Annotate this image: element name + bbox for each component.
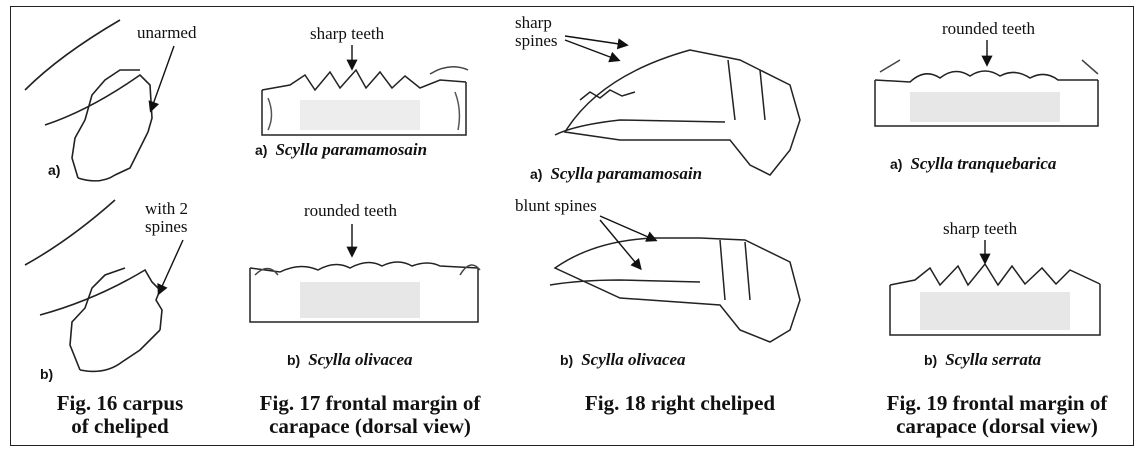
- fig17-caption-line1: Fig. 17 frontal margin of: [260, 391, 481, 415]
- fig19-a-subcaption: a) Scylla tranquebarica: [890, 154, 1056, 174]
- fig19-a-annotation: rounded teeth: [942, 20, 1035, 38]
- fig19-b-subcaption: b) Scylla serrata: [924, 350, 1041, 370]
- fig17-a-species: Scylla paramamosain: [275, 140, 427, 159]
- fig18-b-arrow-2: [600, 220, 640, 268]
- fig19-caption: Fig. 19 frontal margin of carapace (dors…: [862, 392, 1132, 437]
- fig17-b-tag: b): [287, 352, 300, 368]
- fig19-b-annotation: sharp teeth: [943, 220, 1017, 238]
- fig18-a-annotation-line2: spines: [515, 31, 558, 50]
- fig16-b-annotation-line1: with 2: [145, 199, 188, 218]
- fig17-b-species: Scylla olivacea: [308, 350, 412, 369]
- fig17-a-stipple: [300, 100, 420, 130]
- fig18-b-annotation: blunt spines: [515, 197, 597, 215]
- fig19-caption-line1: Fig. 19 frontal margin of: [887, 391, 1108, 415]
- fig16-b-carpus-drawing: [25, 200, 162, 371]
- fig16-a-carpus-drawing: [25, 20, 152, 181]
- fig16-b-annotation: with 2 spines: [145, 200, 188, 236]
- fig16-a-arrow: [151, 46, 174, 110]
- fig17-a-annotation: sharp teeth: [310, 25, 384, 43]
- fig19-b-stipple: [920, 292, 1070, 330]
- fig16-b-arrow: [159, 240, 183, 293]
- fig16-a-annotation: unarmed: [137, 24, 196, 42]
- fig18-b-species: Scylla olivacea: [581, 350, 685, 369]
- fig16-caption: Fig. 16 carpus of cheliped: [20, 392, 220, 437]
- fig19-b-tag: b): [924, 352, 937, 368]
- fig19-a-tag: a): [890, 156, 902, 172]
- fig18-b-tag: b): [560, 352, 573, 368]
- fig19-a-species: Scylla tranquebarica: [910, 154, 1056, 173]
- fig17-caption: Fig. 17 frontal margin of carapace (dors…: [225, 392, 515, 437]
- fig18-a-annotation: sharp spines: [515, 14, 558, 50]
- fig17-b-annotation: rounded teeth: [304, 202, 397, 220]
- fig18-a-species: Scylla paramamosain: [550, 164, 702, 183]
- fig18-b-arrow-1: [600, 216, 655, 240]
- fig19-b-species: Scylla serrata: [945, 350, 1041, 369]
- fig18-caption-line1: Fig. 18 right cheliped: [585, 391, 775, 415]
- fig18-a-subcaption: a) Scylla paramamosain: [530, 164, 702, 184]
- fig17-b-subcaption: b) Scylla olivacea: [287, 350, 413, 370]
- fig17-a-tag: a): [255, 142, 267, 158]
- fig16-caption-line1: Fig. 16 carpus: [57, 391, 184, 415]
- fig18-b-subcaption: b) Scylla olivacea: [560, 350, 686, 370]
- fig17-caption-line2: carapace (dorsal view): [269, 414, 471, 438]
- fig18-a-tag: a): [530, 166, 542, 182]
- fig16-label-a: a): [48, 162, 60, 178]
- fig18-caption: Fig. 18 right cheliped: [530, 392, 830, 415]
- fig16-b-annotation-line2: spines: [145, 217, 188, 236]
- fig19-caption-line2: carapace (dorsal view): [896, 414, 1098, 438]
- fig19-a-stipple: [910, 92, 1060, 122]
- fig18-a-annotation-line1: sharp: [515, 13, 552, 32]
- fig16-caption-line2: of cheliped: [71, 414, 168, 438]
- fig17-b-stipple: [300, 282, 420, 318]
- fig18-a-cheliped-drawing: [555, 50, 800, 175]
- fig16-label-b: b): [40, 366, 53, 382]
- fig18-b-cheliped-drawing: [550, 238, 800, 342]
- fig17-a-subcaption: a) Scylla paramamosain: [255, 140, 427, 160]
